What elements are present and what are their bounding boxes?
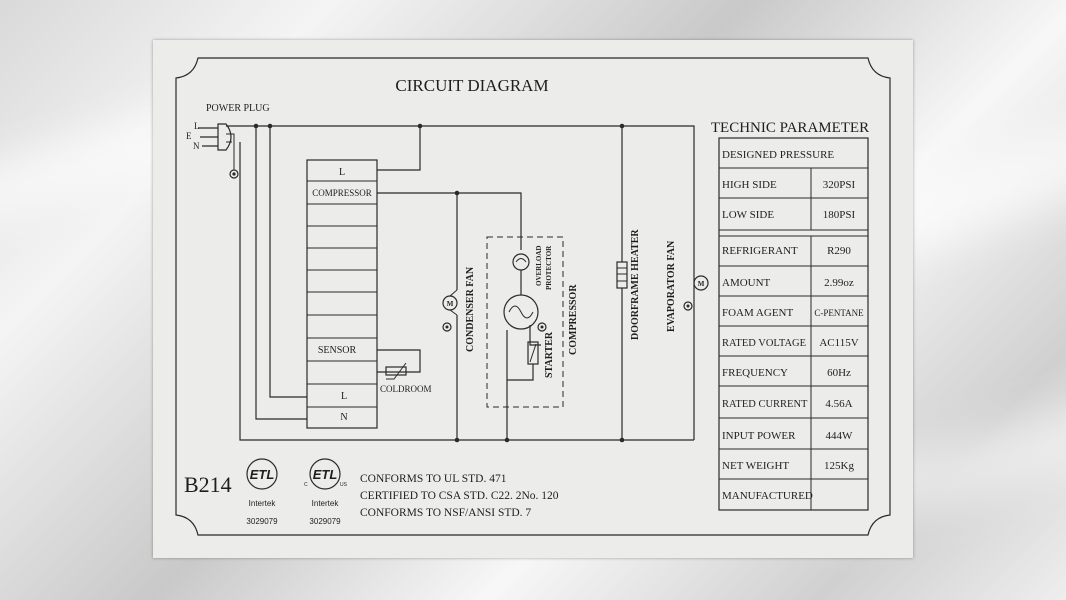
parameter-label: FOAM AGENT bbox=[722, 307, 793, 319]
terminal-l-top: L bbox=[339, 167, 345, 178]
model-number: B214 bbox=[184, 472, 232, 497]
designed-pressure-label: DESIGNED PRESSURE bbox=[722, 149, 834, 161]
condenser-fan-label: CONDENSER FAN bbox=[465, 266, 476, 352]
svg-text:M: M bbox=[698, 280, 705, 288]
overload-protector-icon bbox=[512, 253, 530, 271]
diagram-title: CIRCUIT DIAGRAM bbox=[395, 76, 548, 95]
doorframe-heater-label: DOORFRAME HEATER bbox=[630, 229, 641, 340]
parameter-label: HIGH SIDE bbox=[722, 179, 777, 191]
overload-label-1: OVERLOAD bbox=[535, 246, 543, 286]
starter-label: STARTER bbox=[544, 331, 555, 378]
svg-text:ETL: ETL bbox=[313, 467, 338, 482]
parameter-value: 320PSI bbox=[823, 179, 856, 191]
terminal-sensor: SENSOR bbox=[318, 345, 357, 356]
wire-l-top bbox=[226, 125, 695, 440]
parameters-rows: HIGH SIDE 320PSI LOW SIDE 180PSI REFRIGERANT… bbox=[722, 179, 864, 502]
parameter-value: AC115V bbox=[819, 337, 858, 349]
compressor-assembly-box bbox=[486, 236, 564, 408]
svg-text:ETL: ETL bbox=[250, 467, 275, 482]
parameter-label: RATED CURRENT bbox=[722, 399, 808, 410]
plug-l-label: L bbox=[194, 121, 200, 131]
plug-n-label: N bbox=[193, 141, 200, 151]
etl-mark-2-number: 3029079 bbox=[309, 517, 341, 526]
parameter-label: FREQUENCY bbox=[722, 367, 788, 379]
parameter-value: 125Kg bbox=[824, 460, 854, 472]
terminal-compressor: COMPRESSOR bbox=[312, 188, 372, 198]
etl-mark-2-icon: ETL C US bbox=[304, 458, 348, 490]
condenser-fan-motor-icon: M bbox=[442, 289, 458, 332]
parameter-value: 2.99oz bbox=[824, 277, 854, 289]
svg-text:US: US bbox=[340, 482, 348, 488]
parameter-label: LOW SIDE bbox=[722, 209, 774, 221]
plate-border bbox=[175, 57, 891, 536]
wire-l-to-terminal bbox=[269, 126, 307, 398]
terminal-l-bottom: L bbox=[341, 391, 347, 402]
compressor-motor-icon bbox=[503, 270, 541, 346]
svg-text:M: M bbox=[447, 300, 454, 308]
etl-mark-1-number: 3029079 bbox=[246, 517, 278, 526]
parameter-value: 180PSI bbox=[823, 209, 856, 221]
thermistor-icon bbox=[385, 362, 407, 380]
parameter-value: 444W bbox=[826, 430, 854, 442]
compressor-label: COMPRESSOR bbox=[568, 284, 579, 355]
parameters-heading: TECHNIC PARAMETER bbox=[711, 120, 869, 136]
etl-mark-2-lab: Intertek bbox=[312, 499, 340, 508]
terminal-block bbox=[306, 159, 378, 429]
parameter-value: C-PENTANE bbox=[814, 308, 864, 318]
plug-e-label: E bbox=[186, 131, 192, 141]
coldroom-label: COLDROOM bbox=[380, 384, 432, 394]
parameter-value: R290 bbox=[827, 245, 851, 257]
power-plug-icon bbox=[198, 123, 235, 170]
etl-mark-1-icon: ETL bbox=[246, 458, 278, 490]
evaporator-fan-motor-icon: M bbox=[683, 275, 709, 311]
wire-compressor-feed bbox=[377, 192, 522, 250]
power-plug-label: POWER PLUG bbox=[206, 103, 270, 114]
heater-icon bbox=[616, 261, 628, 289]
parameter-label: MANUFACTURED bbox=[722, 490, 813, 502]
parameter-label: REFRIGERANT bbox=[722, 245, 798, 257]
wire-n-bottom bbox=[239, 142, 694, 441]
etl-mark-1-lab: Intertek bbox=[249, 499, 277, 508]
parameters-table bbox=[718, 137, 869, 511]
terminal-n: N bbox=[340, 412, 347, 423]
certification-line-3: CONFORMS TO NSF/ANSI STD. 7 bbox=[360, 507, 531, 519]
parameter-label: AMOUNT bbox=[722, 277, 771, 289]
wire-sensor bbox=[377, 349, 421, 373]
certification-line-1: CONFORMS TO UL STD. 471 bbox=[360, 473, 507, 485]
wire-n-to-terminal bbox=[255, 126, 307, 420]
parameter-value: 60Hz bbox=[827, 367, 851, 379]
wire-terminal-l-to-relay bbox=[377, 126, 421, 171]
ground-symbol-icon bbox=[229, 169, 239, 179]
parameter-value: 4.56A bbox=[825, 398, 852, 410]
parameter-label: RATED VOLTAGE bbox=[722, 338, 806, 349]
starter-icon bbox=[507, 322, 547, 381]
parameter-label: INPUT POWER bbox=[722, 430, 796, 442]
parameter-label: NET WEIGHT bbox=[722, 460, 789, 472]
overload-label-2: PROTECTOR bbox=[545, 245, 553, 290]
certification-line-2: CERTIFIED TO CSA STD. C22. 2No. 120 bbox=[360, 490, 559, 502]
evaporator-fan-label: EVAPORATOR FAN bbox=[666, 240, 677, 332]
svg-text:C: C bbox=[304, 482, 308, 488]
junction-dots bbox=[253, 123, 625, 443]
